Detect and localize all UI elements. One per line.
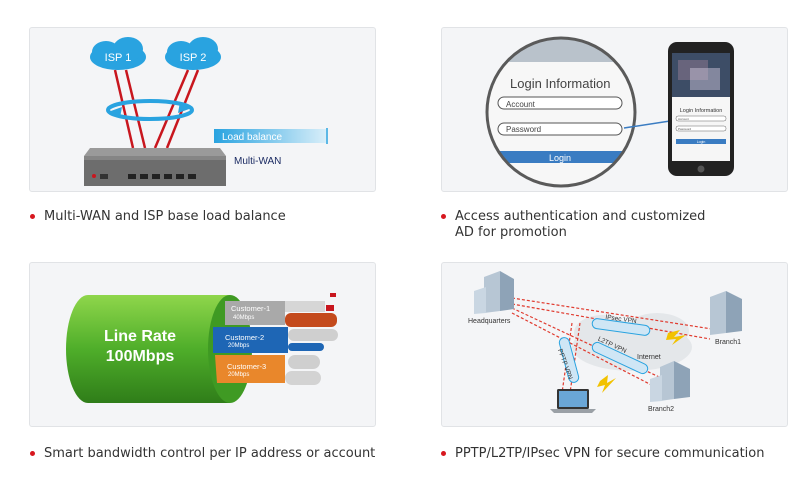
- customer-1-name: Customer-1: [231, 304, 270, 313]
- headquarters-label: Headquarters: [468, 318, 511, 325]
- bandwidth-cable-illustration: Line Rate 100Mbps Customer-1 40Mbps Cust…: [66, 293, 338, 403]
- headquarters-building-icon: [474, 271, 514, 314]
- phone-password-label: Password: [678, 127, 692, 131]
- bullet-dot: [30, 451, 35, 456]
- login-card: Login Information Account Password Login…: [441, 27, 788, 192]
- branch1-building-icon: [710, 291, 742, 335]
- login-button[interactable]: [498, 151, 622, 163]
- load-balance-label: Load balance: [222, 132, 282, 143]
- account-field[interactable]: [497, 96, 623, 110]
- load-balance-bar: [214, 129, 326, 143]
- bullet-dot: [441, 451, 446, 456]
- account-label: Account: [506, 100, 536, 109]
- multiwan-illustration: ISP 1 ISP 2 Load balance Multi-WAN: [84, 37, 328, 186]
- vpn-illustration: Internet IPsec VPN L2TP VPN PPTP VPN Hea…: [468, 271, 742, 413]
- customer-2-name: Customer-2: [225, 333, 264, 342]
- customer-2-speed: 20Mbps: [228, 343, 249, 349]
- branch2-label: Branch2: [648, 406, 674, 413]
- login-title: Login Information: [510, 76, 610, 91]
- router-device-icon: [84, 148, 226, 186]
- customer-cables-icon: [285, 293, 338, 385]
- phone-login-button-label: Login: [697, 140, 706, 144]
- branch1-label: Branch1: [715, 339, 741, 346]
- phone-password-field[interactable]: [675, 125, 727, 132]
- ipsec-label: IPsec VPN: [605, 314, 637, 325]
- isp2-cloud-icon: [165, 37, 221, 70]
- customer-1-speed: 40Mbps: [233, 315, 254, 321]
- customer-3-name: Customer-3: [227, 362, 266, 371]
- lightning-icon: [666, 330, 686, 345]
- login-button-label: Login: [549, 153, 571, 163]
- phone-login-button[interactable]: [676, 139, 726, 144]
- login-illustration: Login Information Account Password Login…: [485, 36, 734, 188]
- ipsec-tunnel: [591, 318, 651, 336]
- bullet-dot: [441, 214, 446, 219]
- line-speed-label: 100Mbps: [106, 348, 175, 365]
- password-label: Password: [506, 125, 541, 134]
- isp1-cloud-icon: [90, 37, 146, 70]
- password-field[interactable]: [497, 122, 623, 136]
- customer-3-speed: 20Mbps: [228, 372, 249, 378]
- multiwan-card: ISP 1 ISP 2 Load balance Multi-WAN: [29, 27, 376, 192]
- multiwan-label: Multi-WAN: [234, 156, 281, 167]
- branch2-building-icon: [650, 361, 690, 402]
- internet-label: Internet: [637, 354, 661, 361]
- phone-login-title: Login Information: [680, 108, 723, 114]
- laptop-icon: [550, 389, 596, 413]
- line-rate-label: Line Rate: [104, 328, 176, 345]
- vpn-card: Internet IPsec VPN L2TP VPN PPTP VPN Hea…: [441, 262, 788, 427]
- bandwidth-card: Line Rate 100Mbps Customer-1 40Mbps Cust…: [29, 262, 376, 427]
- phone-account-field[interactable]: [675, 115, 727, 122]
- isp1-label: ISP 1: [105, 52, 132, 64]
- pptp-tunnel: [558, 337, 580, 383]
- l2tp-tunnel: [591, 341, 649, 375]
- phone-account-label: Account: [678, 117, 689, 121]
- load-balance-arrows-icon: [106, 99, 194, 121]
- lightning-icon: [597, 375, 616, 393]
- bullet-dot: [30, 214, 35, 219]
- isp2-label: ISP 2: [180, 52, 207, 64]
